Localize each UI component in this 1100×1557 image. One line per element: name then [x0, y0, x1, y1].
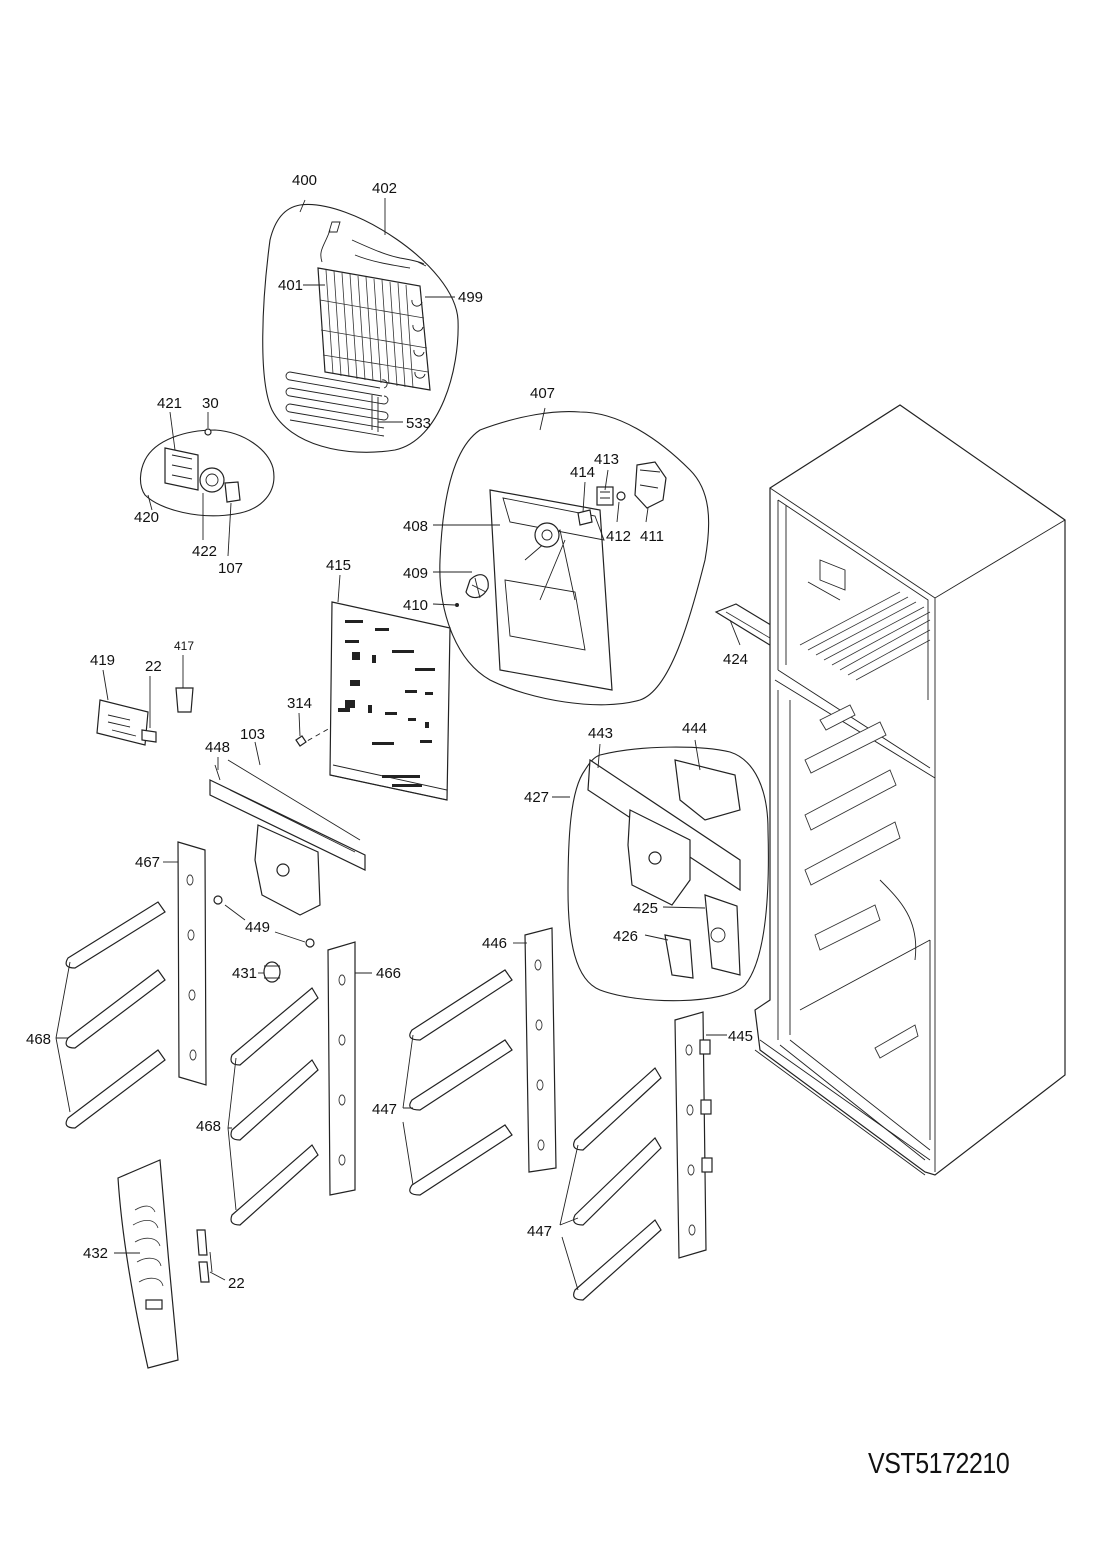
callout-424: 424 [723, 651, 748, 668]
callout-448: 448 [205, 739, 230, 756]
callout-410: 410 [403, 597, 428, 614]
callout-414: 414 [570, 464, 595, 481]
callout-400: 400 [292, 172, 317, 189]
callout-413: 413 [594, 451, 619, 468]
callout-420: 420 [134, 509, 159, 526]
callout-533: 533 [406, 415, 431, 432]
callout-444: 444 [682, 720, 707, 737]
thermostat-assembly-group [139, 428, 275, 517]
callout-499: 499 [458, 289, 483, 306]
callout-449: 449 [245, 919, 270, 936]
callout-412: 412 [606, 528, 631, 545]
callout-22-lower: 22 [228, 1275, 245, 1292]
callout-445: 445 [728, 1028, 753, 1045]
lamp-cover-parts [96, 687, 194, 746]
shelf-arms-447-upper [409, 969, 513, 1196]
callout-431: 431 [232, 965, 257, 982]
callout-467: 467 [135, 854, 160, 871]
evaporator-fins [317, 267, 431, 391]
callout-22-upper: 22 [145, 658, 162, 675]
callout-107: 107 [218, 560, 243, 577]
callout-417: 417 [174, 639, 194, 653]
rear-panel-415 [295, 601, 451, 801]
callout-466: 466 [376, 965, 401, 982]
callout-432: 432 [83, 1245, 108, 1262]
callout-425: 425 [633, 900, 658, 917]
callout-415: 415 [326, 557, 351, 574]
inner-shelves [804, 704, 919, 1059]
door-bin-front-432 [117, 1159, 210, 1369]
crisper-cover-448 [209, 759, 366, 916]
callout-421: 421 [157, 395, 182, 412]
callout-407: 407 [530, 385, 555, 402]
callout-468-middle: 468 [196, 1118, 221, 1135]
callout-411: 411 [640, 528, 664, 545]
callout-408: 408 [403, 518, 428, 535]
callout-labels: 400 402 401 499 533 407 413 414 408 412 … [26, 172, 753, 1292]
shelf-arms-447-lower [573, 1067, 662, 1301]
refrigerator-cabinet [754, 404, 1066, 1176]
door-rail-445 [674, 1011, 713, 1259]
door-rail-466 [327, 941, 356, 1196]
defrost-heater [285, 371, 389, 437]
leader-lines [55, 198, 741, 1291]
callout-401: 401 [278, 277, 303, 294]
callout-443: 443 [588, 725, 613, 742]
door-rail-467 [177, 841, 207, 1086]
document-code: VST5172210 [868, 1448, 1010, 1480]
fan-duct-assembly-group [439, 411, 710, 706]
door-rail-446 [524, 927, 557, 1173]
callout-409: 409 [403, 565, 428, 582]
callout-422: 422 [192, 543, 217, 560]
evaporator-assembly-group [262, 203, 459, 453]
shelf-arms-468-left [65, 901, 166, 1129]
callout-314: 314 [287, 695, 312, 712]
callout-468-left: 468 [26, 1031, 51, 1048]
callout-30: 30 [202, 395, 219, 412]
callout-419: 419 [90, 652, 115, 669]
callout-447-lower: 447 [527, 1223, 552, 1240]
callout-402: 402 [372, 180, 397, 197]
callout-426: 426 [613, 928, 638, 945]
callout-447-upper: 447 [372, 1101, 397, 1118]
callout-446: 446 [482, 935, 507, 952]
control-box-group [567, 746, 769, 1002]
small-parts-449-431 [213, 895, 315, 983]
callout-103: 103 [240, 726, 265, 743]
shelf-arms-468-middle [230, 987, 319, 1226]
callout-427: 427 [524, 789, 549, 806]
